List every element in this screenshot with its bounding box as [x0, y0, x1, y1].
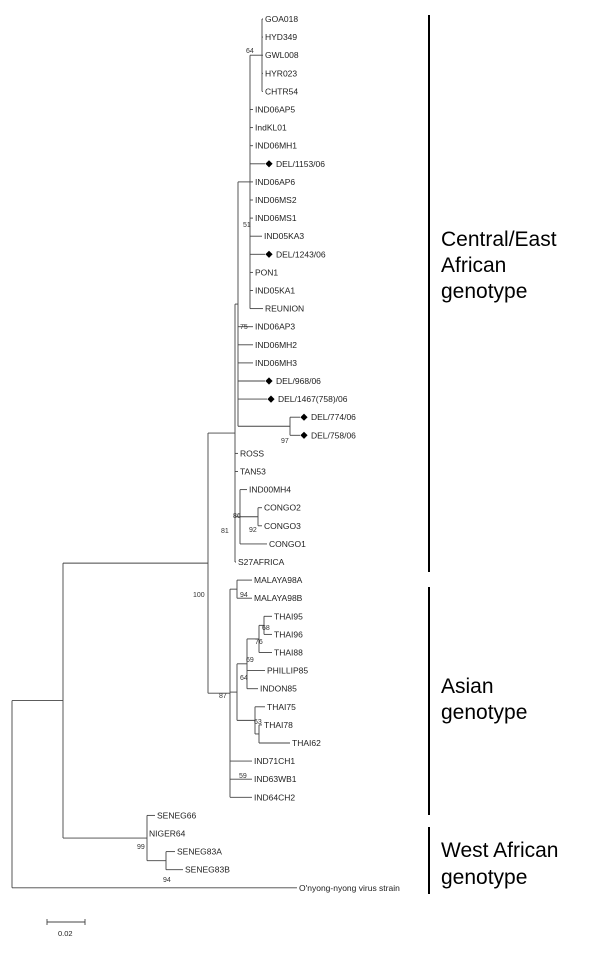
bootstrap-bs-59: 59: [239, 773, 247, 780]
leaf-label-malaya98a: MALAYA98A: [254, 575, 303, 585]
diamond-marker-icon: [265, 250, 273, 258]
leaf-label-indon85: INDON85: [260, 684, 297, 694]
leaf-label-ind00mh4: IND00MH4: [249, 485, 291, 495]
bootstrap-bs-94a: 94: [240, 592, 248, 599]
leaf-label-del124306: DEL/1243/06: [276, 249, 326, 259]
leaf-label-gwl008: GWL008: [265, 50, 299, 60]
leaf-label-ind06mh2: IND06MH2: [255, 340, 297, 350]
leaf-markers: [265, 160, 308, 439]
leaf-label-s27africa: S27AFRICA: [238, 557, 285, 567]
leaf-label-onyong: O'nyong-nyong virus strain: [299, 883, 400, 893]
leaf-label-pon1: PON1: [255, 267, 278, 277]
leaf-label-niger64: NIGER64: [149, 829, 186, 839]
leaf-label-hyd349: HYD349: [265, 32, 297, 42]
leaf-label-thai88: THAI88: [274, 648, 303, 658]
bootstrap-bs-97: 97: [281, 438, 289, 445]
leaf-label-del1467: DEL/1467(758)/06: [278, 394, 348, 404]
leaf-label-ind06ms1: IND06MS1: [255, 213, 297, 223]
leaf-label-ind71ch1: IND71CH1: [254, 756, 295, 766]
leaf-label-seneg83a: SENEG83A: [177, 847, 222, 857]
bootstrap-bs-64b: 64: [240, 675, 248, 682]
tree-branches: [11, 18, 300, 889]
central-east-label-line-1: Central/East: [441, 228, 557, 251]
west-african-label-line-1: West African: [441, 839, 559, 862]
bootstrap-bs-68: 68: [262, 625, 270, 632]
bootstrap-bs-92: 92: [249, 527, 257, 534]
bootstrap-bs-100: 100: [193, 592, 205, 599]
leaf-label-del77406: DEL/774/06: [311, 412, 356, 422]
bootstrap-bs-51: 51: [243, 222, 251, 229]
leaf-label-ind05ka1: IND05KA1: [255, 286, 295, 296]
leaf-label-ind63wb1: IND63WB1: [254, 774, 297, 784]
diamond-marker-icon: [267, 395, 275, 403]
bootstrap-bs-86: 86: [233, 513, 241, 520]
leaf-label-ind06ap6: IND06AP6: [255, 177, 295, 187]
leaf-label-del115306: DEL/1153/06: [276, 159, 325, 169]
leaf-label-seneg83b: SENEG83B: [185, 865, 230, 875]
scale-bar-label: 0.02: [58, 929, 73, 938]
leaf-label-ind06mh1: IND06MH1: [255, 141, 297, 151]
leaf-label-malaya98b: MALAYA98B: [254, 593, 303, 603]
leaf-label-del75806: DEL/758/06: [311, 430, 356, 440]
diamond-marker-icon: [300, 431, 308, 439]
leaf-label-ind06ms2: IND06MS2: [255, 195, 297, 205]
diamond-marker-icon: [300, 413, 308, 421]
leaf-label-congo1: CONGO1: [269, 539, 306, 549]
leaf-label-ross: ROSS: [240, 448, 264, 458]
leaf-label-del96806: DEL/968/06: [276, 376, 321, 386]
bootstrap-bs-63: 63: [254, 719, 262, 726]
genotype-labels: Central/East African genotype Asian geno…: [441, 228, 559, 889]
leaf-label-ind06ap5: IND06AP5: [255, 105, 295, 115]
leaf-label-seneg66: SENEG66: [157, 810, 196, 820]
leaf-label-tan53: TAN53: [240, 467, 266, 477]
leaf-label-ind64ch2: IND64CH2: [254, 792, 295, 802]
bootstrap-labels: 64 51 75 97 86 92 81 100 94 68 76 69 64 87 63 59 99 94: [137, 48, 289, 884]
leaf-label-ind06mh3: IND06MH3: [255, 358, 297, 368]
bootstrap-bs-94b: 94: [163, 877, 171, 884]
leaf-label-phillip85: PHILLIP85: [267, 666, 308, 676]
bootstrap-bs-75: 75: [240, 324, 248, 331]
diamond-marker-icon: [265, 377, 273, 385]
bootstrap-bs-64: 64: [246, 48, 254, 55]
leaf-label-congo2: CONGO2: [264, 503, 301, 513]
leaf-label-thai62: THAI62: [292, 738, 321, 748]
leaf-label-congo3: CONGO3: [264, 521, 301, 531]
leaf-label-indkl01: IndKL01: [255, 123, 287, 133]
leaf-label-chtr54: CHTR54: [265, 86, 298, 96]
leaf-labels: GOA018HYD349GWL008HYR023CHTR54IND06AP5In…: [149, 14, 400, 893]
leaf-label-thai75: THAI75: [267, 702, 296, 712]
leaf-label-ind05ka3: IND05KA3: [264, 231, 304, 241]
scale-bar-line: [46, 919, 86, 925]
leaf-label-thai78: THAI78: [264, 720, 293, 730]
leaf-label-hyr023: HYR023: [265, 68, 297, 78]
bootstrap-bs-76: 76: [255, 639, 263, 646]
bootstrap-bs-87: 87: [219, 693, 227, 700]
leaf-label-ind06ap3: IND06AP3: [255, 322, 295, 332]
asian-label-line-1: Asian: [441, 675, 494, 698]
diamond-marker-icon: [265, 160, 273, 168]
central-east-label-line-3: genotype: [441, 280, 527, 303]
central-east-label-line-2: African: [441, 254, 506, 277]
leaf-label-goa018: GOA018: [265, 14, 298, 24]
leaf-label-thai95: THAI95: [274, 611, 303, 621]
asian-label-line-2: genotype: [441, 701, 527, 724]
bootstrap-bs-81: 81: [221, 528, 229, 535]
leaf-label-reunion: REUNION: [265, 304, 304, 314]
bootstrap-bs-99: 99: [137, 844, 145, 851]
scale-bar: 0.02: [46, 919, 86, 938]
leaf-label-thai96: THAI96: [274, 629, 303, 639]
west-african-label-line-2: genotype: [441, 866, 527, 889]
bootstrap-bs-69: 69: [246, 657, 254, 664]
